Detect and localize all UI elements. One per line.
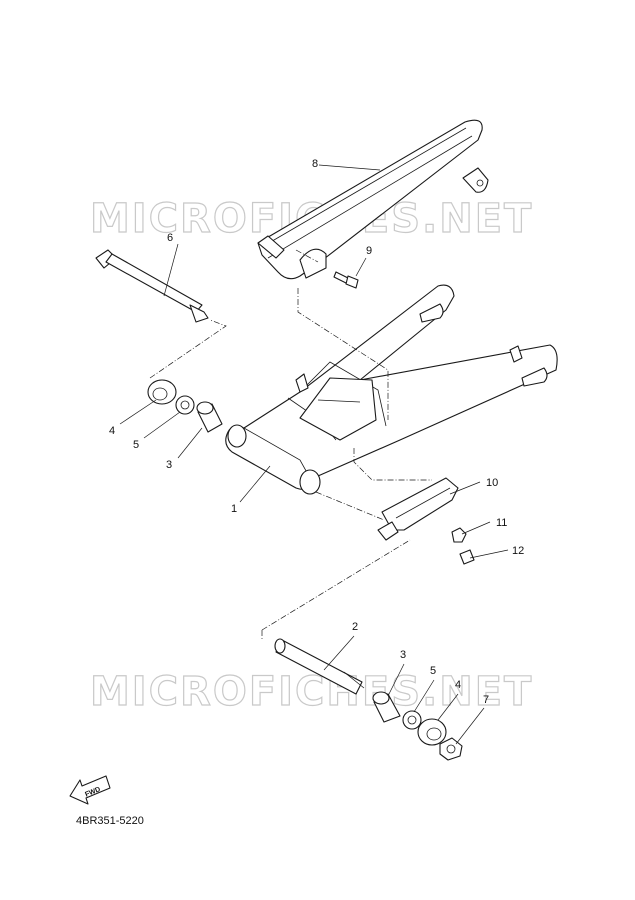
callout-5-lower: 5: [430, 665, 436, 677]
oil-seal-part-lower: [417, 718, 447, 746]
callout-10: 10: [486, 477, 498, 489]
washer-part-upper: [175, 395, 195, 415]
chain-guard-part: [257, 119, 489, 280]
washer-part-lower: [402, 710, 422, 730]
callout-2: 2: [352, 621, 358, 633]
callout-4-upper: 4: [109, 425, 115, 437]
callout-3-lower: 3: [400, 649, 406, 661]
nut-part-7: [439, 737, 463, 761]
bushing-part-lower: [372, 691, 401, 723]
chain-slider-part: [377, 477, 459, 541]
callout-4-lower: 4: [455, 679, 461, 691]
callout-6: 6: [167, 232, 173, 244]
pivot-collar-part: [274, 638, 365, 695]
bushing-part-upper: [196, 401, 223, 433]
screw-part-12: [459, 549, 475, 565]
callout-7: 7: [483, 694, 489, 706]
callout-5-upper: 5: [133, 439, 139, 451]
callout-3-upper: 3: [166, 459, 172, 471]
callout-1: 1: [231, 503, 237, 515]
watermark-bottom: MICROFICHES.NET: [90, 669, 533, 715]
nut-part-11: [451, 527, 467, 543]
callout-12: 12: [512, 545, 524, 557]
pivot-shaft-part: [95, 249, 209, 323]
alignment-lines: [149, 249, 432, 640]
fwd-arrow-icon: FWD: [69, 775, 111, 805]
rear-arm-part: [225, 284, 558, 495]
diagram-code: 4BR351-5220: [76, 815, 144, 827]
callout-11: 11: [496, 517, 507, 529]
leader-lines: [119, 164, 509, 745]
callout-8: 8: [312, 158, 318, 170]
oil-seal-part-upper: [147, 379, 177, 405]
callout-9: 9: [366, 245, 372, 257]
bolt-part-9: [333, 271, 359, 289]
